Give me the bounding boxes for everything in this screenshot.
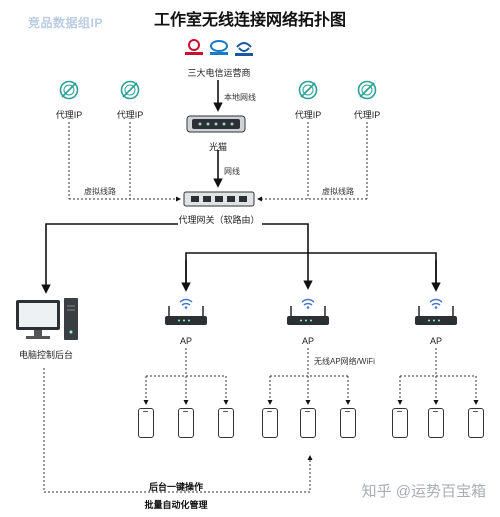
- pc-label: 电脑控制后台: [18, 350, 74, 360]
- phone-icon: [392, 408, 408, 438]
- switch-icon: [183, 190, 255, 213]
- modem-link-label: 本地网线: [224, 93, 256, 102]
- proxy-ip-icon: [120, 80, 140, 105]
- ap-router-icon: [413, 294, 459, 335]
- one-click-label: 后台一键操作: [148, 482, 204, 492]
- virtual-line-label: 虚拟线路: [84, 187, 116, 196]
- carrier-logos: [183, 35, 255, 61]
- proxy-ip-icon: [298, 80, 318, 105]
- phone-icon: [340, 408, 356, 438]
- watermark-top: 竞品数据组IP: [28, 16, 103, 30]
- ap-label: AP: [301, 336, 315, 346]
- ap-link-label: 无线AP网络/WiFi: [314, 357, 375, 366]
- modem-label: 光猫: [208, 142, 228, 152]
- china-unicom-logo: [183, 37, 205, 59]
- modem-icon: [186, 114, 246, 139]
- ap-label: AP: [179, 336, 193, 346]
- virtual-line-label: 虚拟线路: [322, 187, 354, 196]
- gateway-to-pc-line: [41, 223, 178, 294]
- carriers-label: 三大电信运营商: [187, 68, 251, 78]
- phone-icon: [468, 408, 484, 438]
- ap-router-icon: [285, 294, 331, 335]
- pc-control-line: [43, 368, 313, 493]
- watermark-bottom: 知乎 @运势百宝箱: [361, 483, 486, 500]
- phone-icon: [428, 408, 444, 438]
- proxy-ip-label: 代理IP: [116, 110, 144, 120]
- phone-icon: [300, 408, 316, 438]
- proxy-ip-label: 代理IP: [353, 110, 381, 120]
- china-telecom-logo: [233, 37, 255, 59]
- proxy-ip-icon: [59, 80, 79, 105]
- ap-router-icon: [163, 294, 209, 335]
- china-mobile-logo: [208, 37, 230, 59]
- page-title: 工作室无线连接网络拓扑图: [153, 12, 346, 29]
- computer-icon: [14, 296, 80, 349]
- proxy-ip-icon: [357, 80, 377, 105]
- phone-icon: [138, 408, 154, 438]
- switch-link-label: 网线: [224, 167, 240, 176]
- gateway-to-ap2-line: [262, 223, 313, 290]
- batch-automation-label: 批量自动化管理: [144, 500, 208, 510]
- ap-bus-line: [185, 252, 437, 288]
- proxy-ip-label: 代理IP: [55, 110, 83, 120]
- phone-icon: [178, 408, 194, 438]
- phone-icon: [218, 408, 234, 438]
- gateway-label: 代理网关（软路由）: [178, 215, 260, 225]
- phone-icon: [262, 408, 278, 438]
- ap-label: AP: [429, 336, 443, 346]
- proxy-ip-label: 代理IP: [294, 110, 322, 120]
